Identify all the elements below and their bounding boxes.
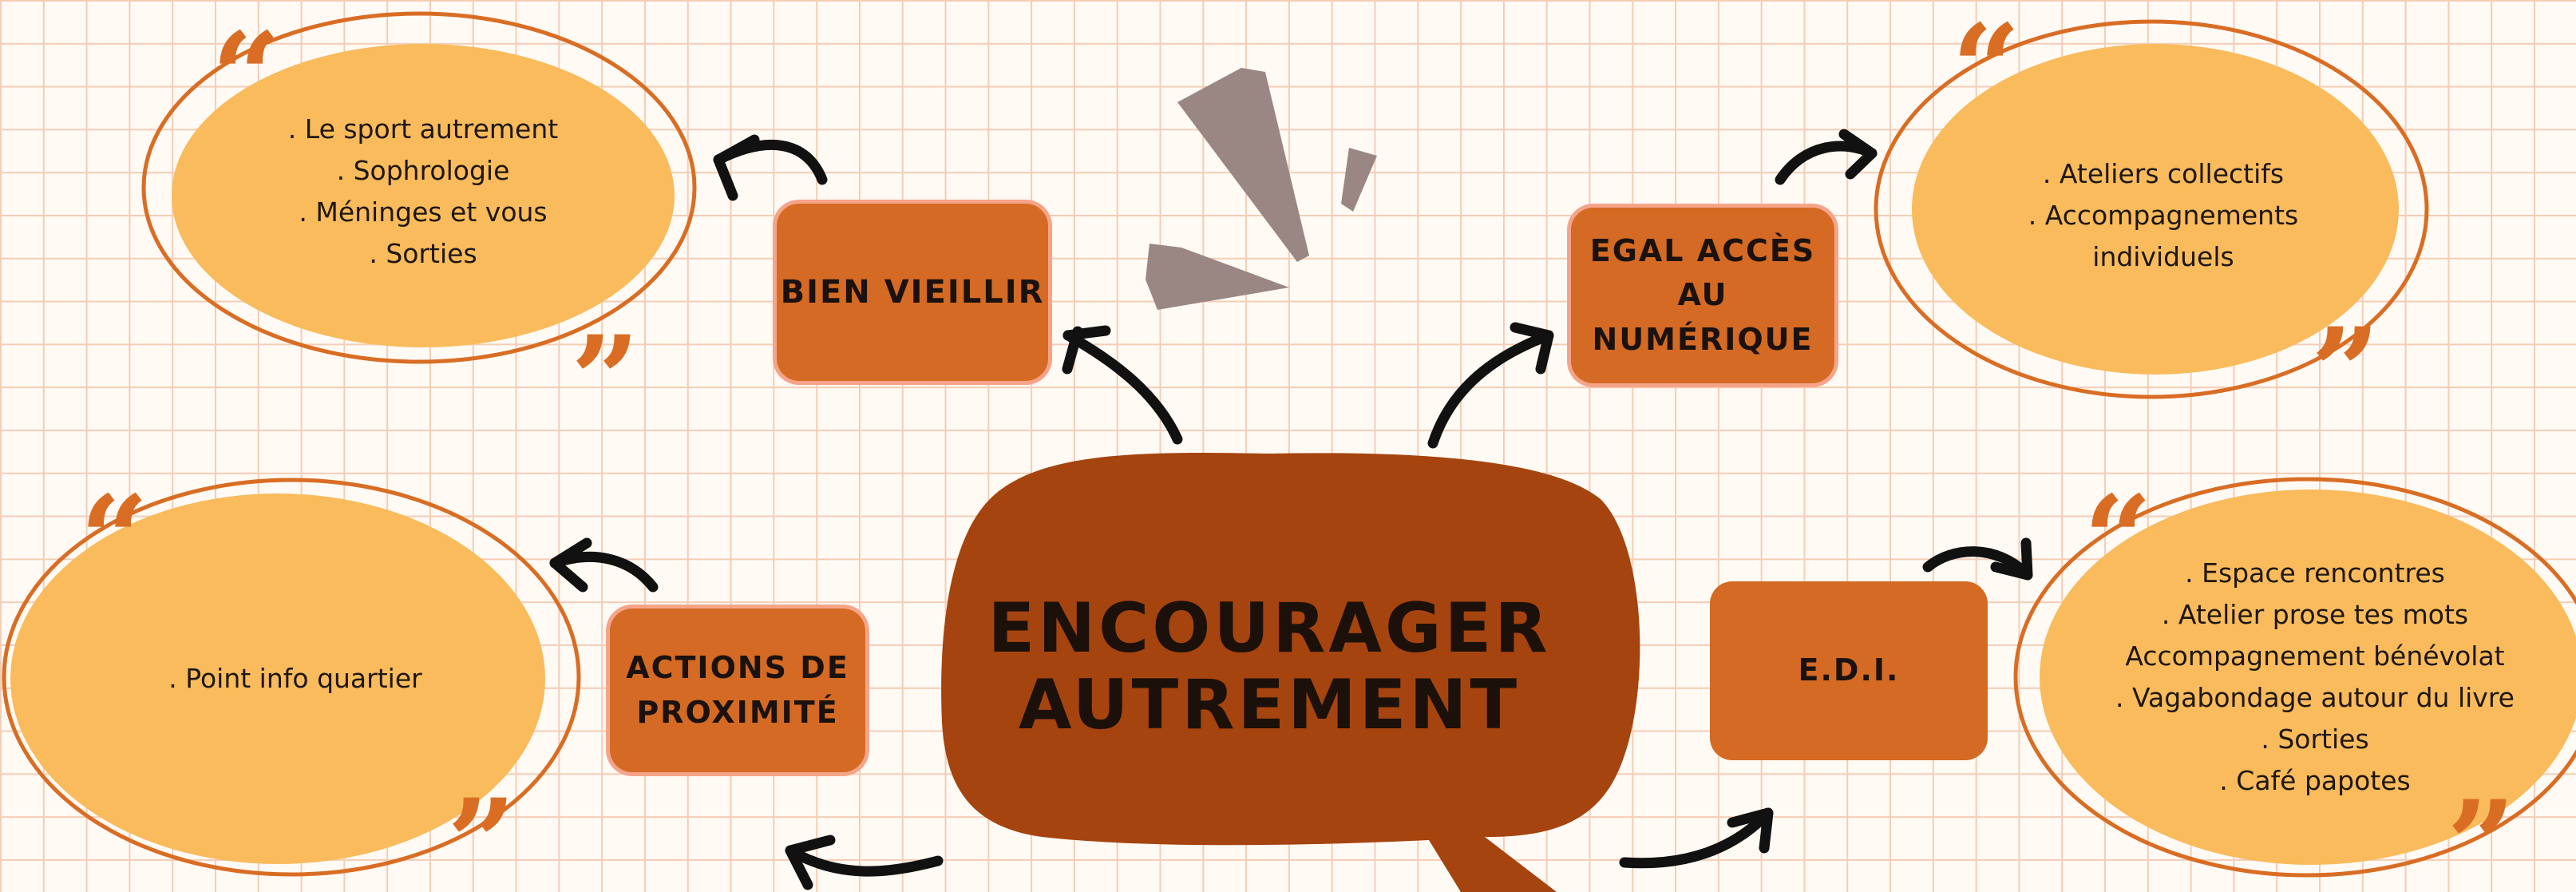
curved-arrow-icon bbox=[1510, 322, 1554, 375]
list-item: individuels bbox=[2092, 240, 2234, 272]
burst-decoration-icon bbox=[1146, 68, 1377, 310]
closing-quotation-mark-icon: ” bbox=[447, 773, 516, 892]
closing-quotation-mark-icon: ” bbox=[2311, 302, 2380, 442]
bubble-outline bbox=[2013, 477, 2576, 878]
opening-quotation-mark-icon: “ bbox=[212, 6, 280, 147]
curved-arrow-icon bbox=[1062, 330, 1183, 445]
curved-arrow-icon bbox=[1619, 807, 1774, 869]
list-actions-proximite: . Point info quartier bbox=[88, 639, 503, 719]
opening-quotation-mark-icon: “ bbox=[1952, 0, 2020, 139]
curved-arrow-icon bbox=[1990, 537, 2033, 581]
curved-arrow-icon bbox=[1838, 129, 1878, 180]
branch-box-bien-vieillir: BIEN VIEILLIR bbox=[777, 204, 1048, 381]
bubble-fill bbox=[172, 44, 675, 347]
list-item: . Ateliers collectifs bbox=[2042, 158, 2285, 190]
curved-arrow-icon bbox=[713, 134, 760, 201]
curved-arrow-icon bbox=[1727, 807, 1774, 854]
closing-quotation-mark-icon: ” bbox=[571, 310, 639, 450]
bubble-outline bbox=[1874, 19, 2429, 399]
list-item: Accompagnement bénévolat bbox=[2125, 640, 2505, 672]
central-title: ENCOURAGER AUTREMENT bbox=[950, 571, 1589, 763]
list-item: . Sophrologie bbox=[336, 155, 510, 187]
central-title-line-1: ENCOURAGER bbox=[987, 588, 1551, 668]
central-speech-bubble bbox=[941, 453, 1640, 892]
central-title-line-2: AUTREMENT bbox=[1018, 665, 1521, 745]
curved-arrow-icon bbox=[1062, 325, 1111, 375]
bubble-fill bbox=[10, 494, 545, 864]
bubble-fill bbox=[1912, 44, 2399, 375]
list-edi: . Espace rencontres . Atelier prose tes … bbox=[2091, 549, 2538, 805]
list-item: . Espace rencontres bbox=[2185, 557, 2445, 589]
list-item: . Point info quartier bbox=[168, 663, 422, 695]
list-item: . Atelier prose tes mots bbox=[2161, 598, 2469, 630]
bubble-fill bbox=[2040, 490, 2576, 865]
list-item: . Le sport autrement bbox=[287, 113, 559, 145]
list-egal-acces-numerique: . Ateliers collectifs . Accompagnements … bbox=[1924, 156, 2403, 276]
curved-arrow-icon bbox=[1922, 546, 2033, 581]
curved-arrow-icon bbox=[549, 537, 592, 593]
list-item: . Sorties bbox=[2261, 724, 2369, 755]
list-item: . Accompagnements bbox=[2028, 200, 2299, 232]
curved-arrow-icon bbox=[785, 835, 836, 890]
bubble-bien-vieillir bbox=[141, 11, 697, 364]
curved-arrow-icon bbox=[785, 845, 944, 877]
closing-quotation-mark-icon: ” bbox=[2447, 775, 2515, 892]
list-item: . Café papotes bbox=[2219, 765, 2411, 797]
curved-arrow-icon bbox=[1427, 330, 1554, 449]
burst-shard-2 bbox=[1341, 148, 1377, 212]
bubble-edi bbox=[2013, 477, 2576, 878]
opening-quotation-mark-icon: “ bbox=[80, 470, 148, 610]
branch-box-edi: E.D.I. bbox=[1710, 581, 1988, 760]
opening-quotation-mark-icon: “ bbox=[2083, 470, 2152, 610]
bubble-egal-acces bbox=[1874, 19, 2429, 399]
branch-box-egal-acces-numerique: EGAL ACCÈS AU NUMÉRIQUE bbox=[1571, 208, 1834, 383]
bubble-outline bbox=[2, 478, 581, 877]
list-item: . Vagabondage autour du livre bbox=[2115, 682, 2515, 713]
list-item: . Sorties bbox=[369, 237, 477, 269]
bubble-outline bbox=[141, 11, 697, 364]
burst-shard-1 bbox=[1177, 68, 1309, 262]
burst-shard-3 bbox=[1146, 244, 1289, 310]
list-item: . Méninges et vous bbox=[299, 196, 548, 228]
list-bien-vieillir: . Le sport autrement . Sophrologie . Mén… bbox=[200, 108, 647, 276]
branch-box-actions-proximite: ACTIONS DE PROXIMITÉ bbox=[610, 609, 865, 772]
bubble-actions-proximite bbox=[2, 478, 581, 877]
